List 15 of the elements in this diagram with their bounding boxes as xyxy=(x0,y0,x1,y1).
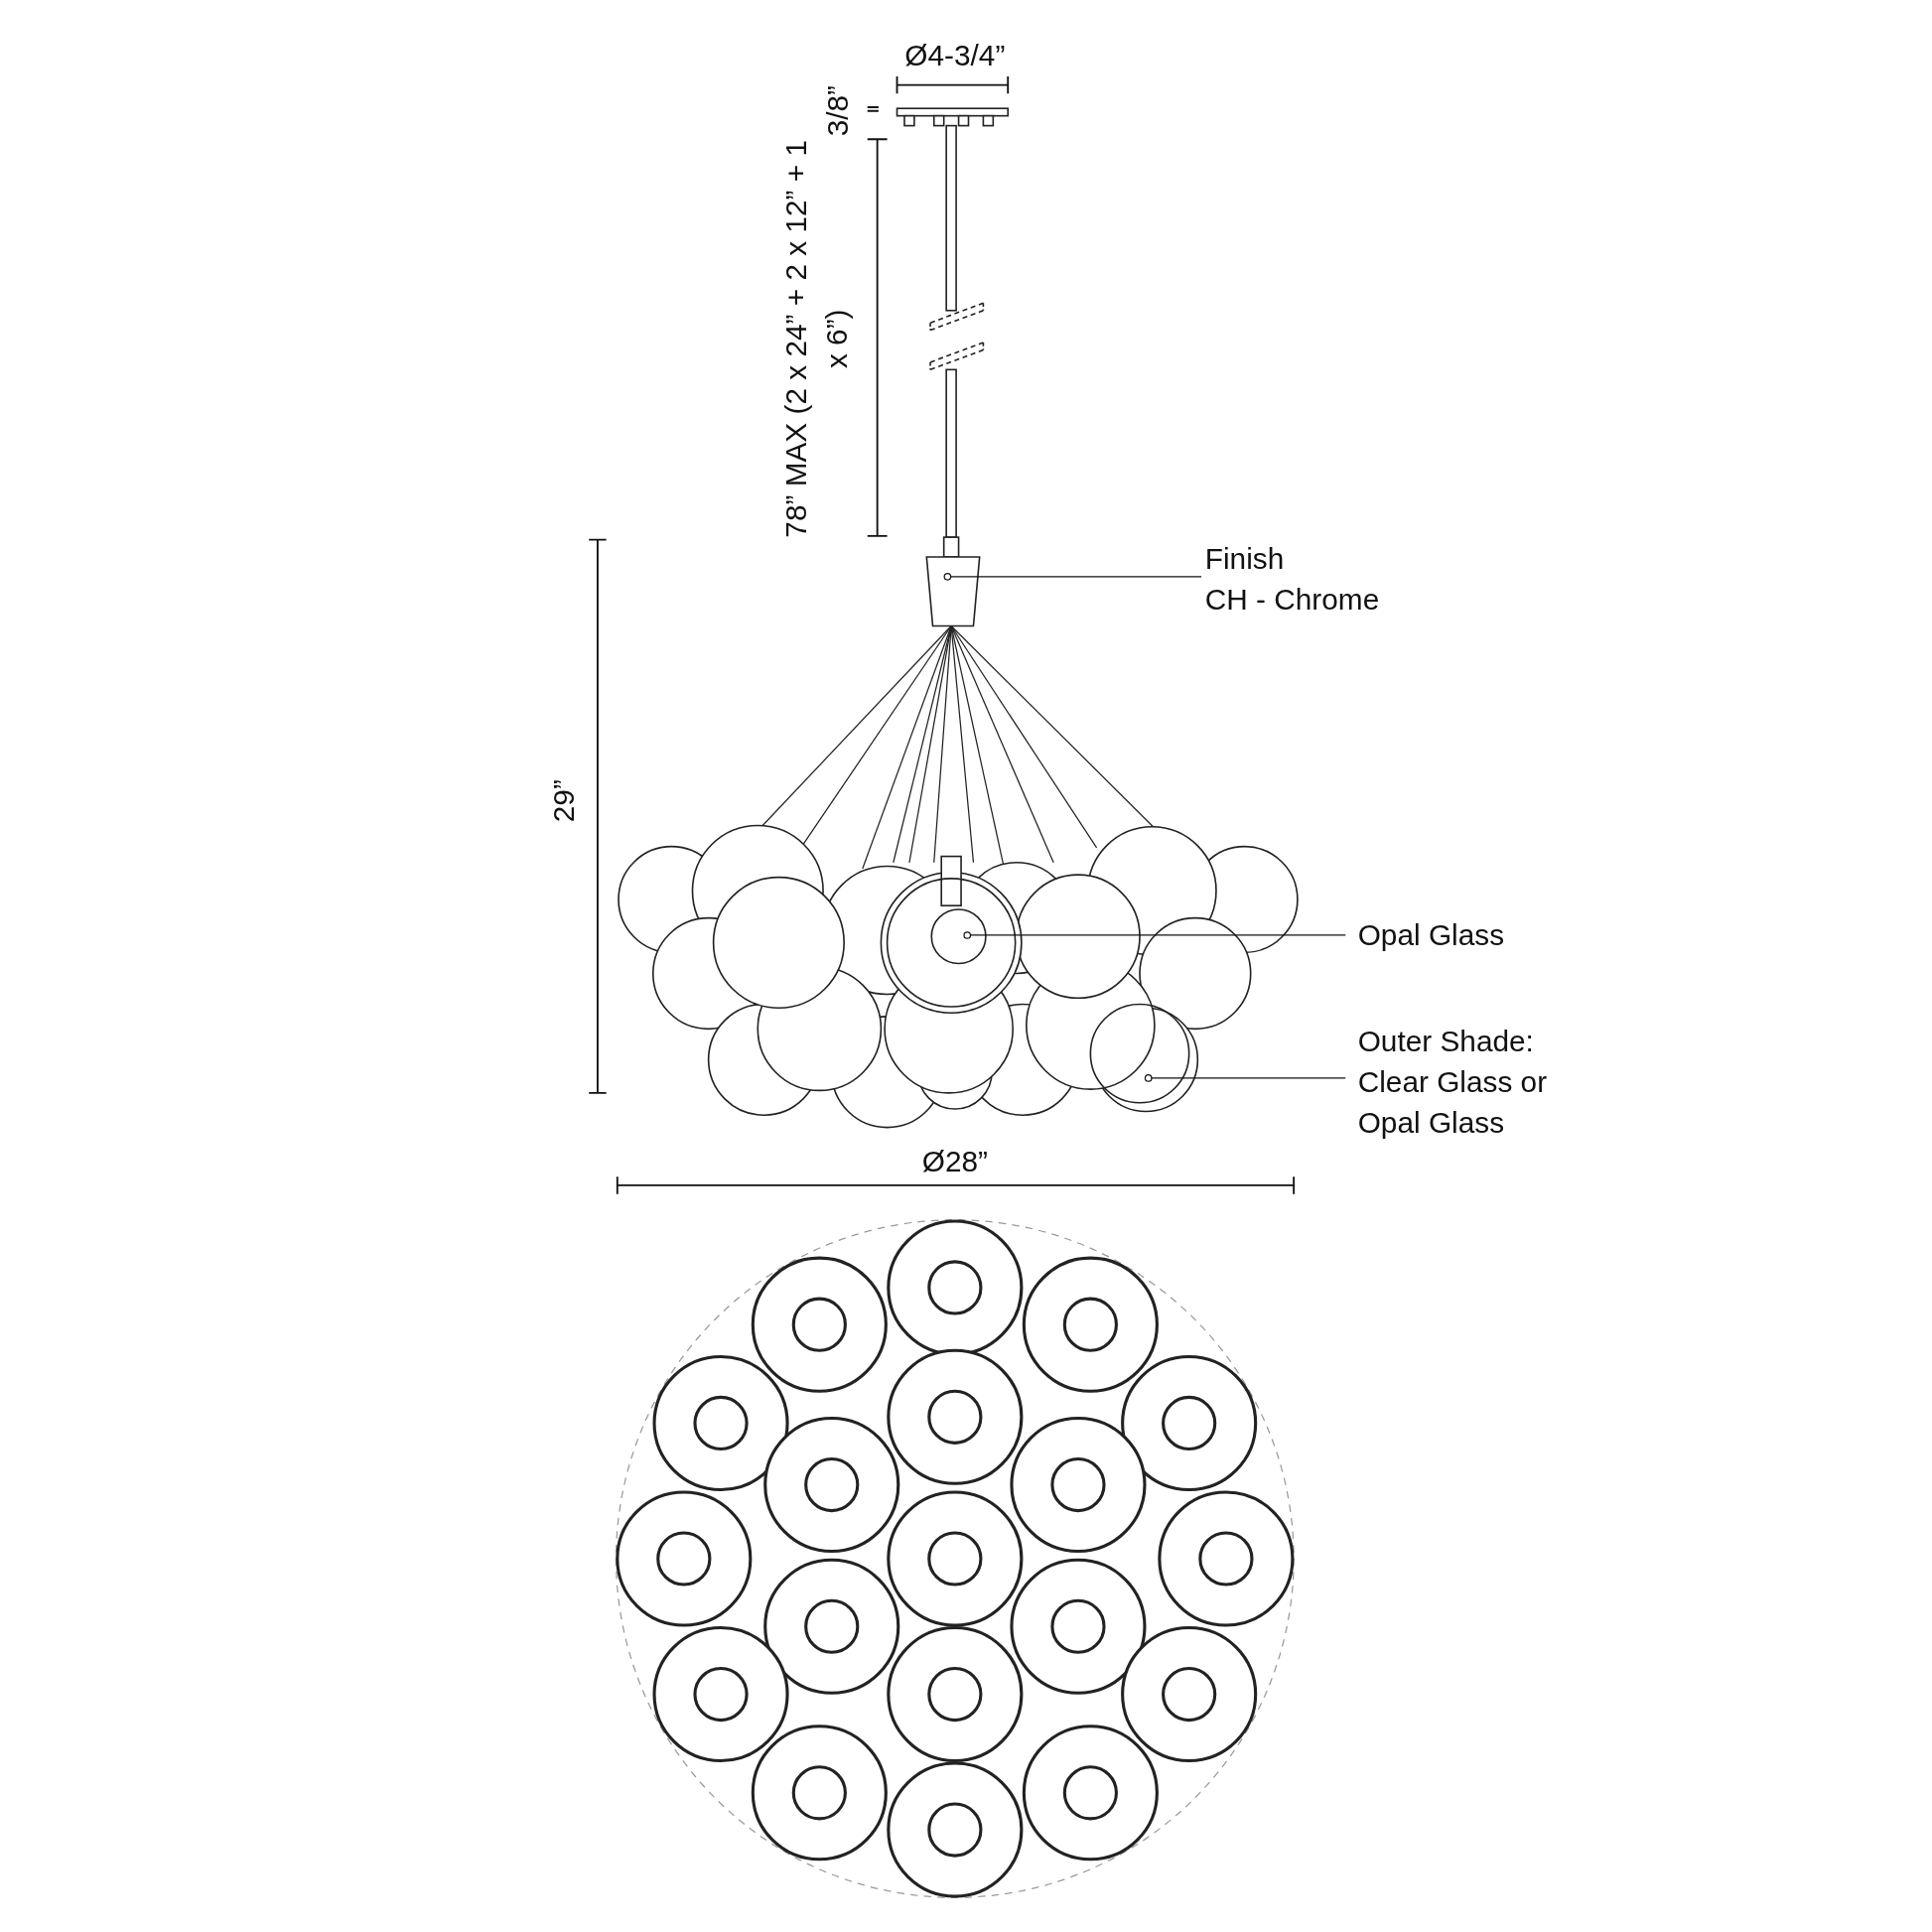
callout-text: Finish xyxy=(1204,541,1286,578)
dimension-label: 29” xyxy=(545,779,581,823)
dimension-label: 78” MAX (2 x 24” + 2 x 12” + 1 x 6”) xyxy=(777,139,854,540)
dimension-label: Ø28” xyxy=(921,1143,988,1179)
callout-text: Opal Glass xyxy=(1357,916,1506,954)
leader-line xyxy=(1144,1074,1346,1082)
inner-globe xyxy=(930,908,987,965)
outer-shade xyxy=(1089,1003,1190,1104)
dimension-label: 3/8” xyxy=(820,85,856,137)
leader-line xyxy=(943,573,1202,581)
dimension-label: Ø4-3/4” xyxy=(904,38,1006,74)
canopy xyxy=(925,556,981,627)
callout-text: Outer Shade: Clear Glass or Opal Glass xyxy=(1357,1023,1549,1141)
callout-text: CH - Chrome xyxy=(1204,582,1381,619)
leader-line xyxy=(963,931,1346,939)
